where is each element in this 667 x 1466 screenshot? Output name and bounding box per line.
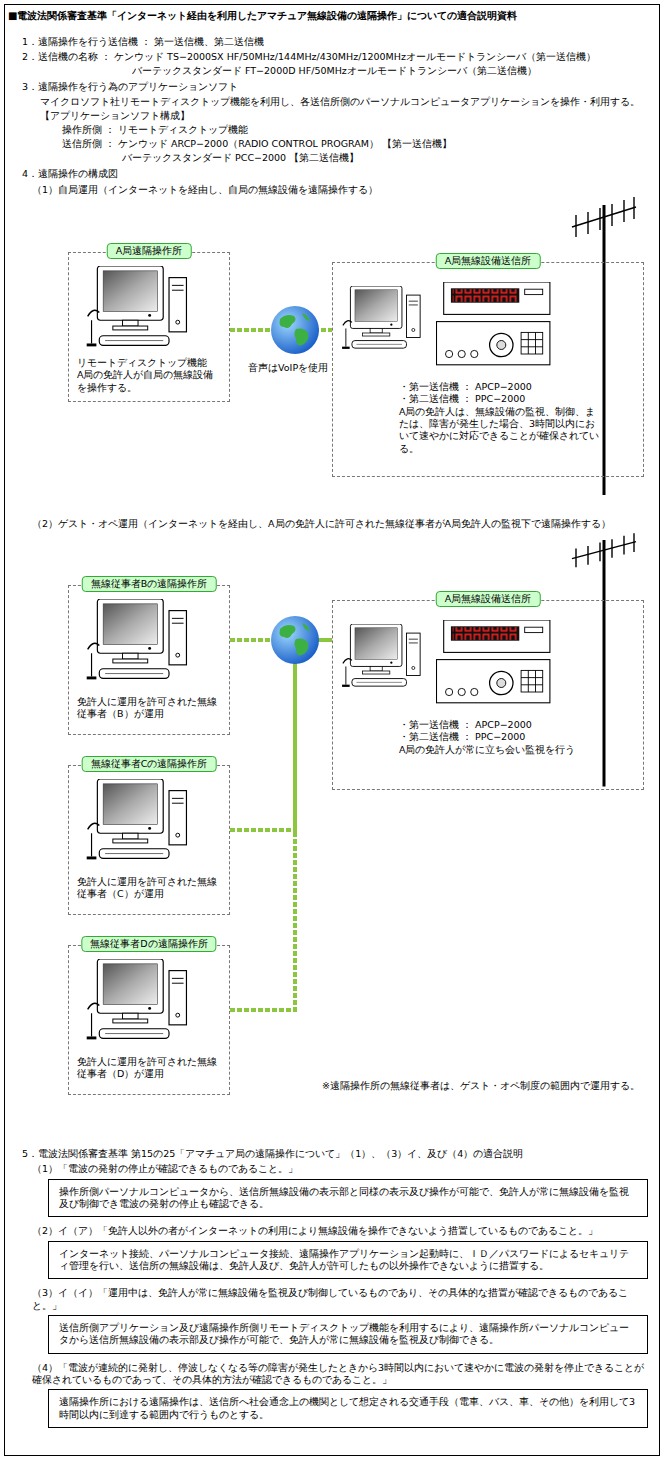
tag-text: A局遠隔操作所: [116, 245, 183, 257]
computer-icon: [342, 286, 420, 349]
text-line: （1）「電波の発射の停止が確認できるものであること。」: [32, 1163, 652, 1175]
criteria-box: インターネット接続、パーソナルコンピュータ接続、遠隔操作アプリケーション起動時に…: [48, 1241, 648, 1280]
node-text: 送信所側アプリケーション及び遠隔操作所側リモートディスクトップ機能を利用するによ…: [59, 1322, 637, 1347]
tag-text: 無線従事者Dの遠隔操作所: [90, 938, 207, 950]
antenna-icon: [572, 197, 636, 495]
link-note: 音声はVoIPを使用: [248, 362, 328, 374]
internet-globe: [271, 616, 319, 664]
station-box: ・第一送信機 ： APCP−2000・第二送信機 ： PPC−2000A局の免許…: [332, 600, 644, 790]
computer-icon: [87, 959, 187, 1039]
text-line: マイクロソフト社リモートディスクトップ機能を利用し、各送信所側のパーソナルコンピ…: [40, 96, 658, 108]
text-line: 5．電波法関係審査基準 第15の25「アマチュア局の遠隔操作について」（1）、（…: [22, 1148, 657, 1160]
tag-text: A局無線設備送信所: [445, 255, 532, 267]
text-line: 【アプリケーションソフト構成】: [40, 110, 190, 122]
transceiver-icon: [437, 620, 550, 703]
place-tag: 無線従事者Cの遠隔操作所: [82, 756, 217, 772]
node-text: 遠隔操作所における遠隔操作は、送信所へ社会通念上の機関として想定される交通手段（…: [59, 1396, 637, 1421]
operation-site-box: 免許人に運用を許可された無線従事者（D）が運用無線従事者Dの遠隔操作所: [68, 945, 230, 1095]
criteria-box: 送信所側アプリケーション及び遠隔操作所側リモートディスクトップ機能を利用するによ…: [48, 1315, 648, 1354]
place-tag: A局無線設備送信所: [436, 253, 541, 269]
computer-icon: [87, 779, 187, 859]
node-text: 免許人に運用を許可された無線従事者（D）が運用: [77, 1056, 221, 1081]
antenna-icon: [572, 533, 636, 786]
text-line: 1．遠隔操作を行う送信機 ： 第一送信機、第二送信機: [22, 36, 264, 48]
text-line: （4）「電波が連続的に発射し、停波しなくなる等の障害が発生したときから3時間以内…: [32, 1362, 652, 1387]
node-text: ・第二送信機 ： PPC−2000: [399, 731, 583, 743]
node-text: 免許人に運用を許可された無線従事者（B）が運用: [77, 696, 221, 721]
text-line: 3．遠隔操作を行う為のアプリケーションソフト: [22, 81, 238, 93]
tag-text: 無線従事者Cの遠隔操作所: [91, 758, 208, 770]
operation-site-box: 免許人に運用を許可された無線従事者（B）が運用無線従事者Bの遠隔操作所: [68, 585, 230, 735]
place-tag: 無線従事者Dの遠隔操作所: [81, 936, 216, 952]
internet-globe: [271, 306, 319, 354]
node-text: A局の免許人が常に立ち会い監視を行う: [399, 744, 583, 756]
computer-icon: [342, 624, 420, 687]
node-text: インターネット接続、パーソナルコンピュータ接続、遠隔操作アプリケーション起動時に…: [59, 1248, 637, 1273]
tag-text: A局無線設備送信所: [445, 593, 532, 605]
text-line: 2．送信機の名称 ： ケンウッド TS−2000SX HF/50MHz/144M…: [22, 51, 657, 63]
computer-icon: [87, 599, 187, 679]
criteria-box: 操作所側パーソナルコンピュータから、送信所無線設備の表示部と同様の表示及び操作が…: [48, 1179, 648, 1218]
node-text: 免許人に運用を許可された無線従事者（C）が運用: [77, 876, 221, 901]
node-text: リモートディスクトップ機能: [77, 357, 221, 369]
text-line: （2）ゲスト・オペ運用（インターネットを経由し、A局の免許人に許可された無線従事…: [32, 518, 657, 530]
place-tag: 無線従事者Bの遠隔操作所: [82, 576, 217, 592]
node-text: ・第一送信機 ： APCP−2000: [399, 381, 603, 393]
network-link: [230, 640, 332, 830]
text-line: （3）イ（イ）「運用中は、免許人が常に無線設備を監視及び制御しているものであり、…: [32, 1287, 652, 1312]
text-line: バーテックスタンダード PCC−2000 【第二送信機】: [122, 152, 359, 164]
node-text: 操作所側パーソナルコンピュータから、送信所無線設備の表示部と同様の表示及び操作が…: [59, 1186, 637, 1211]
operation-site-box: 免許人に運用を許可された無線従事者（C）が運用無線従事者Cの遠隔操作所: [68, 765, 230, 915]
tag-text: 無線従事者Bの遠隔操作所: [91, 578, 208, 590]
text-line: 操作所側 ： リモートディスクトップ機能: [62, 124, 248, 136]
document-title: ■電波法関係審査基準「インターネット経由を利用したアマチュア無線設備の遠隔操作」…: [8, 9, 658, 22]
text-line: 送信所側 ： ケンウッド ARCP−2000（RADIO CONTROL PRO…: [62, 138, 452, 150]
node-text: ・第一送信機 ： APCP−2000: [399, 719, 583, 731]
place-tag: A局遠隔操作所: [107, 243, 192, 259]
text-line: （1）自局運用（インターネットを経由し、自局の無線設備を遠隔操作する）: [32, 184, 378, 196]
text-line: （2）イ（ア）「免許人以外の者がインターネットの利用により無線設備を操作できない…: [32, 1225, 652, 1237]
operation-site-box: リモートディスクトップ機能A局の免許人が自局の無線設備を操作する。A局遠隔操作所: [68, 252, 230, 402]
text-line: バーテックスタンダード FT−2000D HF/50MHzオールモードトランシー…: [132, 65, 657, 77]
node-text: ・第二送信機 ： PPC−2000: [399, 393, 603, 405]
network-link: [230, 640, 332, 1010]
computer-icon: [87, 266, 187, 346]
station-box: ・第一送信機 ： APCP−2000・第二送信機 ： PPC−2000A局の免許…: [332, 262, 644, 477]
footnote: ※遠隔操作所の無線従事者は、ゲスト・オペ制度の範囲内で運用する。: [322, 1080, 640, 1092]
transceiver-icon: [437, 282, 550, 365]
node-text: A局の免許人が自局の無線設備を操作する。: [77, 369, 221, 394]
criteria-box: 遠隔操作所における遠隔操作は、送信所へ社会通念上の機関として想定される交通手段（…: [48, 1389, 648, 1428]
text-line: 4．遠隔操作の構成図: [22, 168, 118, 180]
node-text: A局の免許人は、無線設備の監視、制御、または、障害が発生した場合、3時間以内にお…: [399, 406, 603, 455]
place-tag: A局無線設備送信所: [436, 591, 541, 607]
